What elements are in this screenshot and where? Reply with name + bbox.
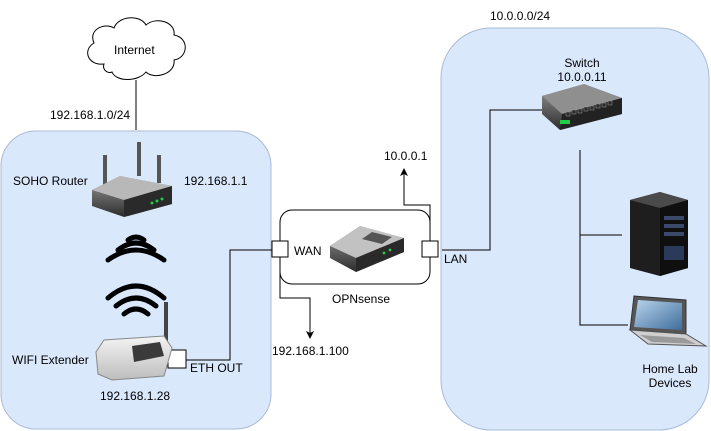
wan-label: WAN xyxy=(294,244,322,258)
extender-name-label: WIFI Extender xyxy=(12,353,89,367)
laptop-icon xyxy=(628,295,708,347)
switch-name-label: Switch xyxy=(564,56,600,70)
extender-to-wan-link xyxy=(186,249,272,361)
tower-server-icon xyxy=(630,192,688,276)
switch-to-devices-link xyxy=(579,150,628,326)
internet-label: Internet xyxy=(114,43,155,57)
cloud-icon xyxy=(87,17,186,80)
switch-ip-label: 10.0.0.11 xyxy=(557,70,607,84)
wifi-signal-icon xyxy=(105,234,167,317)
eth-out-label: ETH OUT xyxy=(190,361,243,375)
router-name-label: SOHO Router xyxy=(13,174,88,188)
lan-port xyxy=(421,240,439,258)
wan-ip-arrow xyxy=(279,258,314,339)
extender-ip-label: 192.168.1.28 xyxy=(100,389,171,403)
wireless-router-icon xyxy=(92,142,172,217)
lan-subnet-label: 10.0.0.0/24 xyxy=(490,9,551,23)
wan-port xyxy=(271,240,289,258)
wan-ip-label: 192.168.1.100 xyxy=(272,344,349,358)
network-switch-icon xyxy=(542,84,622,130)
wifi-extender-icon xyxy=(95,302,173,381)
firewall-router-icon xyxy=(330,226,404,272)
lan-to-switch-link xyxy=(442,109,542,251)
wan-subnet-label: 192.168.1.0/24 xyxy=(50,108,131,122)
router-ip-label: 192.168.1.1 xyxy=(184,174,248,188)
connections xyxy=(135,80,628,361)
lan-ip-label: 10.0.0.1 xyxy=(384,149,428,163)
devices-label-line2: Devices xyxy=(648,376,692,390)
left-network-zone xyxy=(0,130,272,430)
lan-label: LAN xyxy=(444,252,468,266)
lan-ip-arrow xyxy=(400,168,431,240)
devices-label-line1: Home Lab xyxy=(642,362,698,376)
firewall-name-label: OPNsense xyxy=(332,292,391,306)
